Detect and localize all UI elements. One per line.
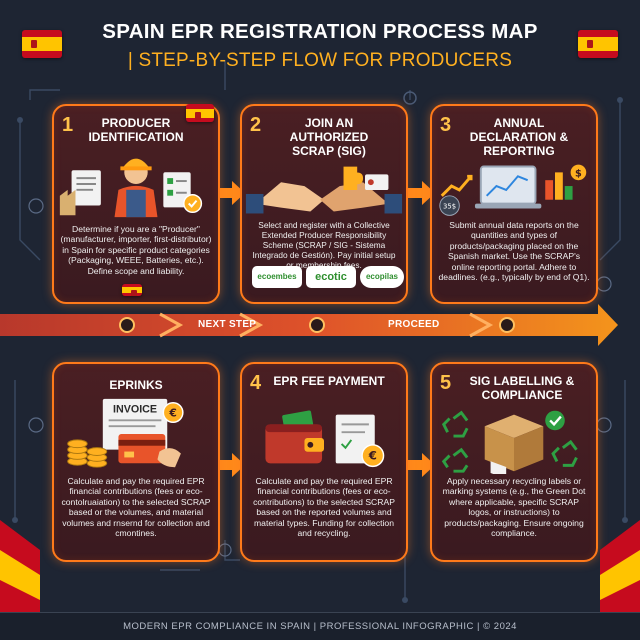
step-description: Determine if you are a "Producer" (manuf… — [60, 224, 212, 276]
step-description: Apply necessary recycling labels or mark… — [442, 476, 586, 539]
recycle-icon — [551, 439, 578, 467]
svg-text:$: $ — [575, 168, 582, 179]
step-number: 2 — [250, 114, 262, 136]
flow-label-proceed: PROCEED — [388, 319, 440, 330]
step-description: Calculate and pay the required EPR finan… — [61, 476, 211, 539]
logo-ecotic: ecotic — [306, 266, 356, 288]
step-number: 1 — [62, 114, 74, 136]
step-title: EPRINKS — [109, 378, 163, 392]
arrow-step1-to-step2 — [218, 181, 245, 205]
step-card-1: 1 PRODUCER IDENTIFICATION Determine if y… — [52, 104, 220, 304]
svg-text:€: € — [168, 406, 176, 419]
flow-label-next-step: NEXT STEP — [198, 319, 257, 330]
step-card-2: 2 JOIN AN AUTHORIZED SCRAP (SIG) Select … — [240, 104, 408, 304]
step-description: Select and register with a Collective Ex… — [252, 220, 396, 270]
arrow-row2-b — [408, 453, 435, 477]
step-number: 4 — [250, 372, 262, 394]
step-description: Calculate and pay the required EPR finan… — [253, 476, 395, 539]
step-card-4: 4 EPR FEE PAYMENT € Calculate and pay th… — [240, 362, 408, 562]
spain-corner-accent-left — [0, 520, 40, 620]
page-title: SPAIN EPR REGISTRATION PROCESS MAP — [102, 20, 538, 43]
arrow-step2-to-step3 — [408, 181, 435, 205]
scrap-logos: ecoembes ecotic ecopilas — [252, 266, 404, 292]
step-description: Submit annual data reports on the quanti… — [438, 220, 590, 283]
invoice-icon: INVOICE € — [67, 398, 184, 468]
worker-icon — [59, 158, 203, 218]
step-card-5: 5 SIG LABELLING & COMPLIANCE Apply neces… — [430, 362, 598, 562]
step-number: 3 — [440, 114, 452, 136]
invoice-label: INVOICE — [113, 404, 157, 416]
step-title: PRODUCER IDENTIFICATION — [88, 116, 184, 144]
spain-flag-icon — [122, 284, 142, 296]
step-card-eprinks: EPRINKS INVOICE € Calculate and pay the … — [52, 362, 220, 562]
logo-ecoembes: ecoembes — [252, 266, 302, 288]
arrow-row2-a — [218, 453, 245, 477]
spain-corner-accent-right — [600, 520, 640, 620]
step-title: ANNUAL DECLARATION & REPORTING — [469, 116, 569, 158]
step-card-3: 3 ANNUAL DECLARATION & REPORTING $ 35$ S… — [430, 104, 598, 304]
wallet-icon: € — [265, 410, 385, 468]
page-subtitle: | STEP-BY-STEP FLOW FOR PRODUCERS — [127, 50, 513, 71]
step-number: 5 — [440, 372, 452, 394]
footer: MODERN EPR COMPLIANCE IN SPAIN | PROFESS… — [0, 612, 640, 640]
footer-text: MODERN EPR COMPLIANCE IN SPAIN | PROFESS… — [123, 621, 517, 632]
step-title: JOIN AN AUTHORIZED SCRAP (SIG) — [289, 116, 369, 158]
spain-flag-icon — [22, 30, 62, 58]
logo-ecopilas: ecopilas — [360, 266, 404, 288]
step-title: SIG LABELLING & COMPLIANCE — [469, 374, 575, 402]
handshake-icon — [245, 166, 403, 214]
header: SPAIN EPR REGISTRATION PROCESS MAP | STE… — [0, 12, 640, 82]
recycle-icon — [441, 410, 469, 438]
spain-flag-icon — [186, 104, 214, 122]
spain-flag-icon — [578, 30, 618, 58]
box-icon — [441, 410, 578, 474]
recycle-icon — [441, 447, 469, 473]
chart-chip-text: 35$ — [443, 203, 456, 211]
svg-text:€: € — [368, 449, 377, 463]
laptop-chart-icon: $ 35$ — [439, 164, 587, 216]
flow-band — [0, 304, 618, 346]
step-title: EPR FEE PAYMENT — [273, 374, 385, 388]
